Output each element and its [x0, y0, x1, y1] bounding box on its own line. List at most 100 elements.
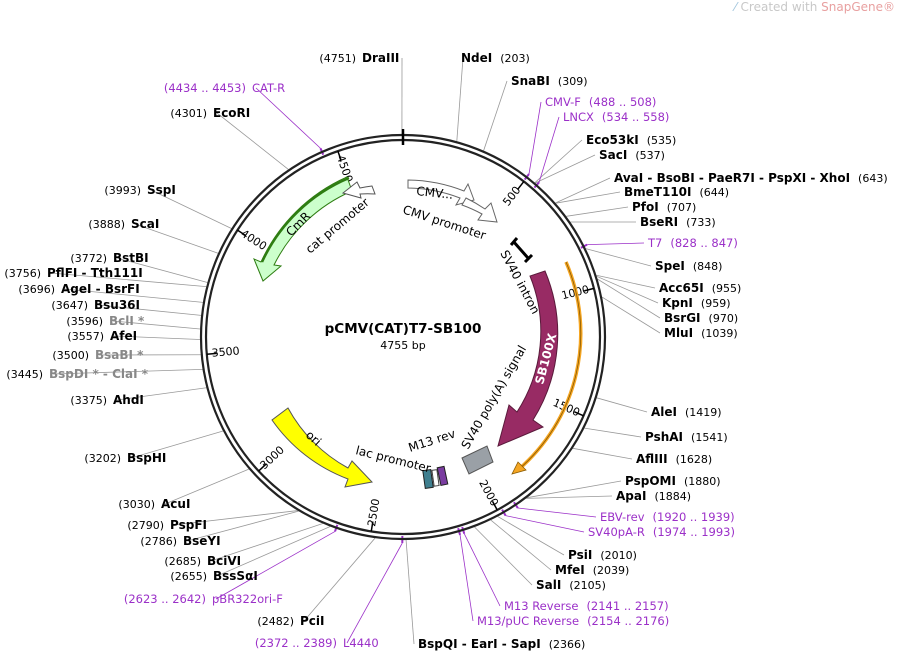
site-position: (3993) [104, 184, 141, 197]
site-name: AleI [651, 405, 677, 419]
site-position: (1880) [684, 475, 721, 488]
primer-name: pBR322ori-F [212, 592, 283, 606]
site-pflfi-tth111i[interactable]: PflFI - Tth111I(3756) [4, 266, 142, 280]
site-scai[interactable]: ScaI(3888) [88, 217, 159, 231]
site-position: (3647) [51, 299, 88, 312]
site-bsphi[interactable]: BspHI(3202) [84, 451, 166, 465]
site-saci[interactable]: SacI(537) [599, 148, 665, 162]
site-position: (3888) [88, 218, 125, 231]
primer-leader [459, 534, 474, 622]
site-spei[interactable]: SpeI(848) [655, 259, 722, 273]
site-snabi[interactable]: SnaBI(309) [511, 74, 588, 88]
site-alei[interactable]: AleI (1419) [651, 405, 722, 419]
site-bcivi[interactable]: BciVI(2685) [164, 554, 241, 568]
site-bspqi-eari-sapi[interactable]: BspQI - EarI - SapI(2366) [418, 637, 585, 651]
site-leader [490, 519, 552, 571]
primer-leader [528, 101, 542, 175]
site-bseri[interactable]: BseRI(733) [640, 215, 716, 229]
primer-ebv-rev[interactable]: EBV-rev(1920 .. 1939) [600, 510, 735, 524]
primer-range: (2623 .. 2642) [124, 592, 206, 606]
primer-l4440[interactable]: L4440(2372 .. 2389) [255, 636, 379, 650]
site-leader [596, 274, 656, 289]
site-position: (3696) [18, 283, 55, 296]
primer-t7[interactable]: T7(828 .. 847) [647, 236, 738, 250]
site-mlui[interactable]: MluI(1039) [664, 326, 738, 340]
plasmid-name: pCMV(CAT)T7-SB100 [325, 321, 482, 337]
site-position: (1039) [701, 327, 738, 340]
feature-sv40-polya[interactable] [461, 445, 494, 475]
site-bsrgi[interactable]: BsrGI(970) [664, 311, 738, 325]
tick-mark [517, 180, 525, 190]
site-draiii[interactable]: (4751)DraIII [319, 51, 399, 65]
site-ndei[interactable]: NdeI(203) [461, 51, 530, 65]
site-mfei[interactable]: MfeI(2039) [555, 563, 629, 577]
site-leader [555, 177, 611, 204]
site-eco53ki[interactable]: Eco53kI(535) [586, 133, 676, 147]
feature-m13-rev[interactable] [431, 469, 440, 487]
site-position: (1884) [654, 490, 691, 503]
site-name: AfeI [110, 329, 137, 343]
site-position: (4301) [170, 107, 207, 120]
site-kpni[interactable]: KpnI(959) [662, 296, 731, 310]
site-leader [535, 154, 596, 184]
feature-cat-promoter[interactable] [341, 181, 376, 199]
site-acui[interactable]: AcuI(3030) [118, 497, 190, 511]
site-position: (203) [500, 52, 530, 65]
site-bsss-i[interactable]: BssSαI(2655) [170, 569, 257, 583]
feature-lac-operator[interactable] [422, 468, 434, 490]
primer-m13-puc-reverse[interactable]: M13/pUC Reverse(2154 .. 2176) [477, 614, 669, 628]
site-ahdi[interactable]: AhdI(3375) [70, 393, 143, 407]
feature-cmv-promoter[interactable] [461, 197, 498, 223]
primer-m13-reverse[interactable]: M13 Reverse(2141 .. 2157) [504, 599, 669, 613]
site-bsu36i[interactable]: Bsu36I (3647) [51, 298, 140, 312]
site-acc65i[interactable]: Acc65I(955) [659, 281, 741, 295]
site-name: SnaBI [511, 74, 550, 88]
site-avai-bsobi-paer7i-pspxi-xhoi[interactable]: AvaI - BsoBI - PaeR7I - PspXI - XhoI(643… [614, 171, 888, 185]
tick-label: 2000 [476, 478, 501, 509]
primer-leader [587, 242, 645, 246]
site-pshai[interactable]: PshAI(1541) [645, 430, 728, 444]
primer-sv40pa-r[interactable]: SV40pA-R(1974 .. 1993) [588, 525, 735, 539]
credit-mark: ® [883, 0, 895, 14]
site-position: (3030) [118, 498, 155, 511]
site-bstbi[interactable]: BstBI(3772) [70, 251, 148, 265]
site-pcii[interactable]: PciI(2482) [257, 614, 324, 628]
feature-sb100x[interactable] [497, 270, 559, 447]
feature-sv40-intron-marker [509, 237, 534, 264]
site-name: Bsu36I [94, 298, 140, 312]
primer-pbr322ori-f[interactable]: pBR322ori-F (2623 .. 2642) [124, 592, 283, 606]
site-bsabi-[interactable]: BsaBI *(3500) [52, 348, 144, 362]
site-psii[interactable]: PsiI(2010) [568, 548, 637, 562]
site-sali[interactable]: SalI(2105) [536, 578, 606, 592]
site-position: (1419) [685, 406, 722, 419]
tick-mark [491, 500, 498, 511]
site-pspfi[interactable]: PspFI(2790) [127, 518, 207, 532]
site-name: BspDI * - ClaI * [49, 367, 149, 381]
feature-label-cmv-enhancer: CMV... [416, 184, 454, 202]
site-afliii[interactable]: AflIII(1628) [636, 452, 712, 466]
site-bseyi[interactable]: BseYI(2786) [140, 534, 220, 548]
site-name: PspFI [170, 518, 207, 532]
site-leader-lines [50, 57, 661, 645]
primer-name: LNCX [563, 110, 594, 124]
feature-ori[interactable] [271, 407, 373, 488]
primer-cat-r[interactable]: CAT-R(4434 .. 4453) [164, 81, 285, 95]
site-agei-bsrfi[interactable]: AgeI - BsrFI(3696) [18, 282, 139, 296]
primer-lncx[interactable]: LNCX(534 .. 558) [563, 110, 669, 124]
primer-cmv-f[interactable]: CMV-F(488 .. 508) [545, 95, 656, 109]
site-name: Eco53kI [586, 133, 639, 147]
site-pspomi[interactable]: PspOMI(1880) [625, 474, 721, 488]
site-bcli-[interactable]: BclI *(3596) [66, 314, 145, 328]
site-bspdi-clai-[interactable]: BspDI * - ClaI *(3445) [6, 367, 148, 381]
feature-lac-promoter-box[interactable] [436, 465, 449, 487]
site-sspi[interactable]: SspI(3993) [104, 183, 175, 197]
site-afei[interactable]: AfeI(3557) [67, 329, 137, 343]
tick-mark [584, 287, 595, 292]
site-leader [584, 427, 642, 438]
site-leader [534, 139, 583, 183]
site-apai[interactable]: ApaI(1884) [616, 489, 691, 503]
site-bmet110i[interactable]: BmeT110I(644) [624, 185, 729, 199]
site-leader [572, 447, 633, 460]
site-ecori[interactable]: EcoRI(4301) [170, 106, 250, 120]
site-pfoi[interactable]: PfoI(707) [632, 200, 696, 214]
